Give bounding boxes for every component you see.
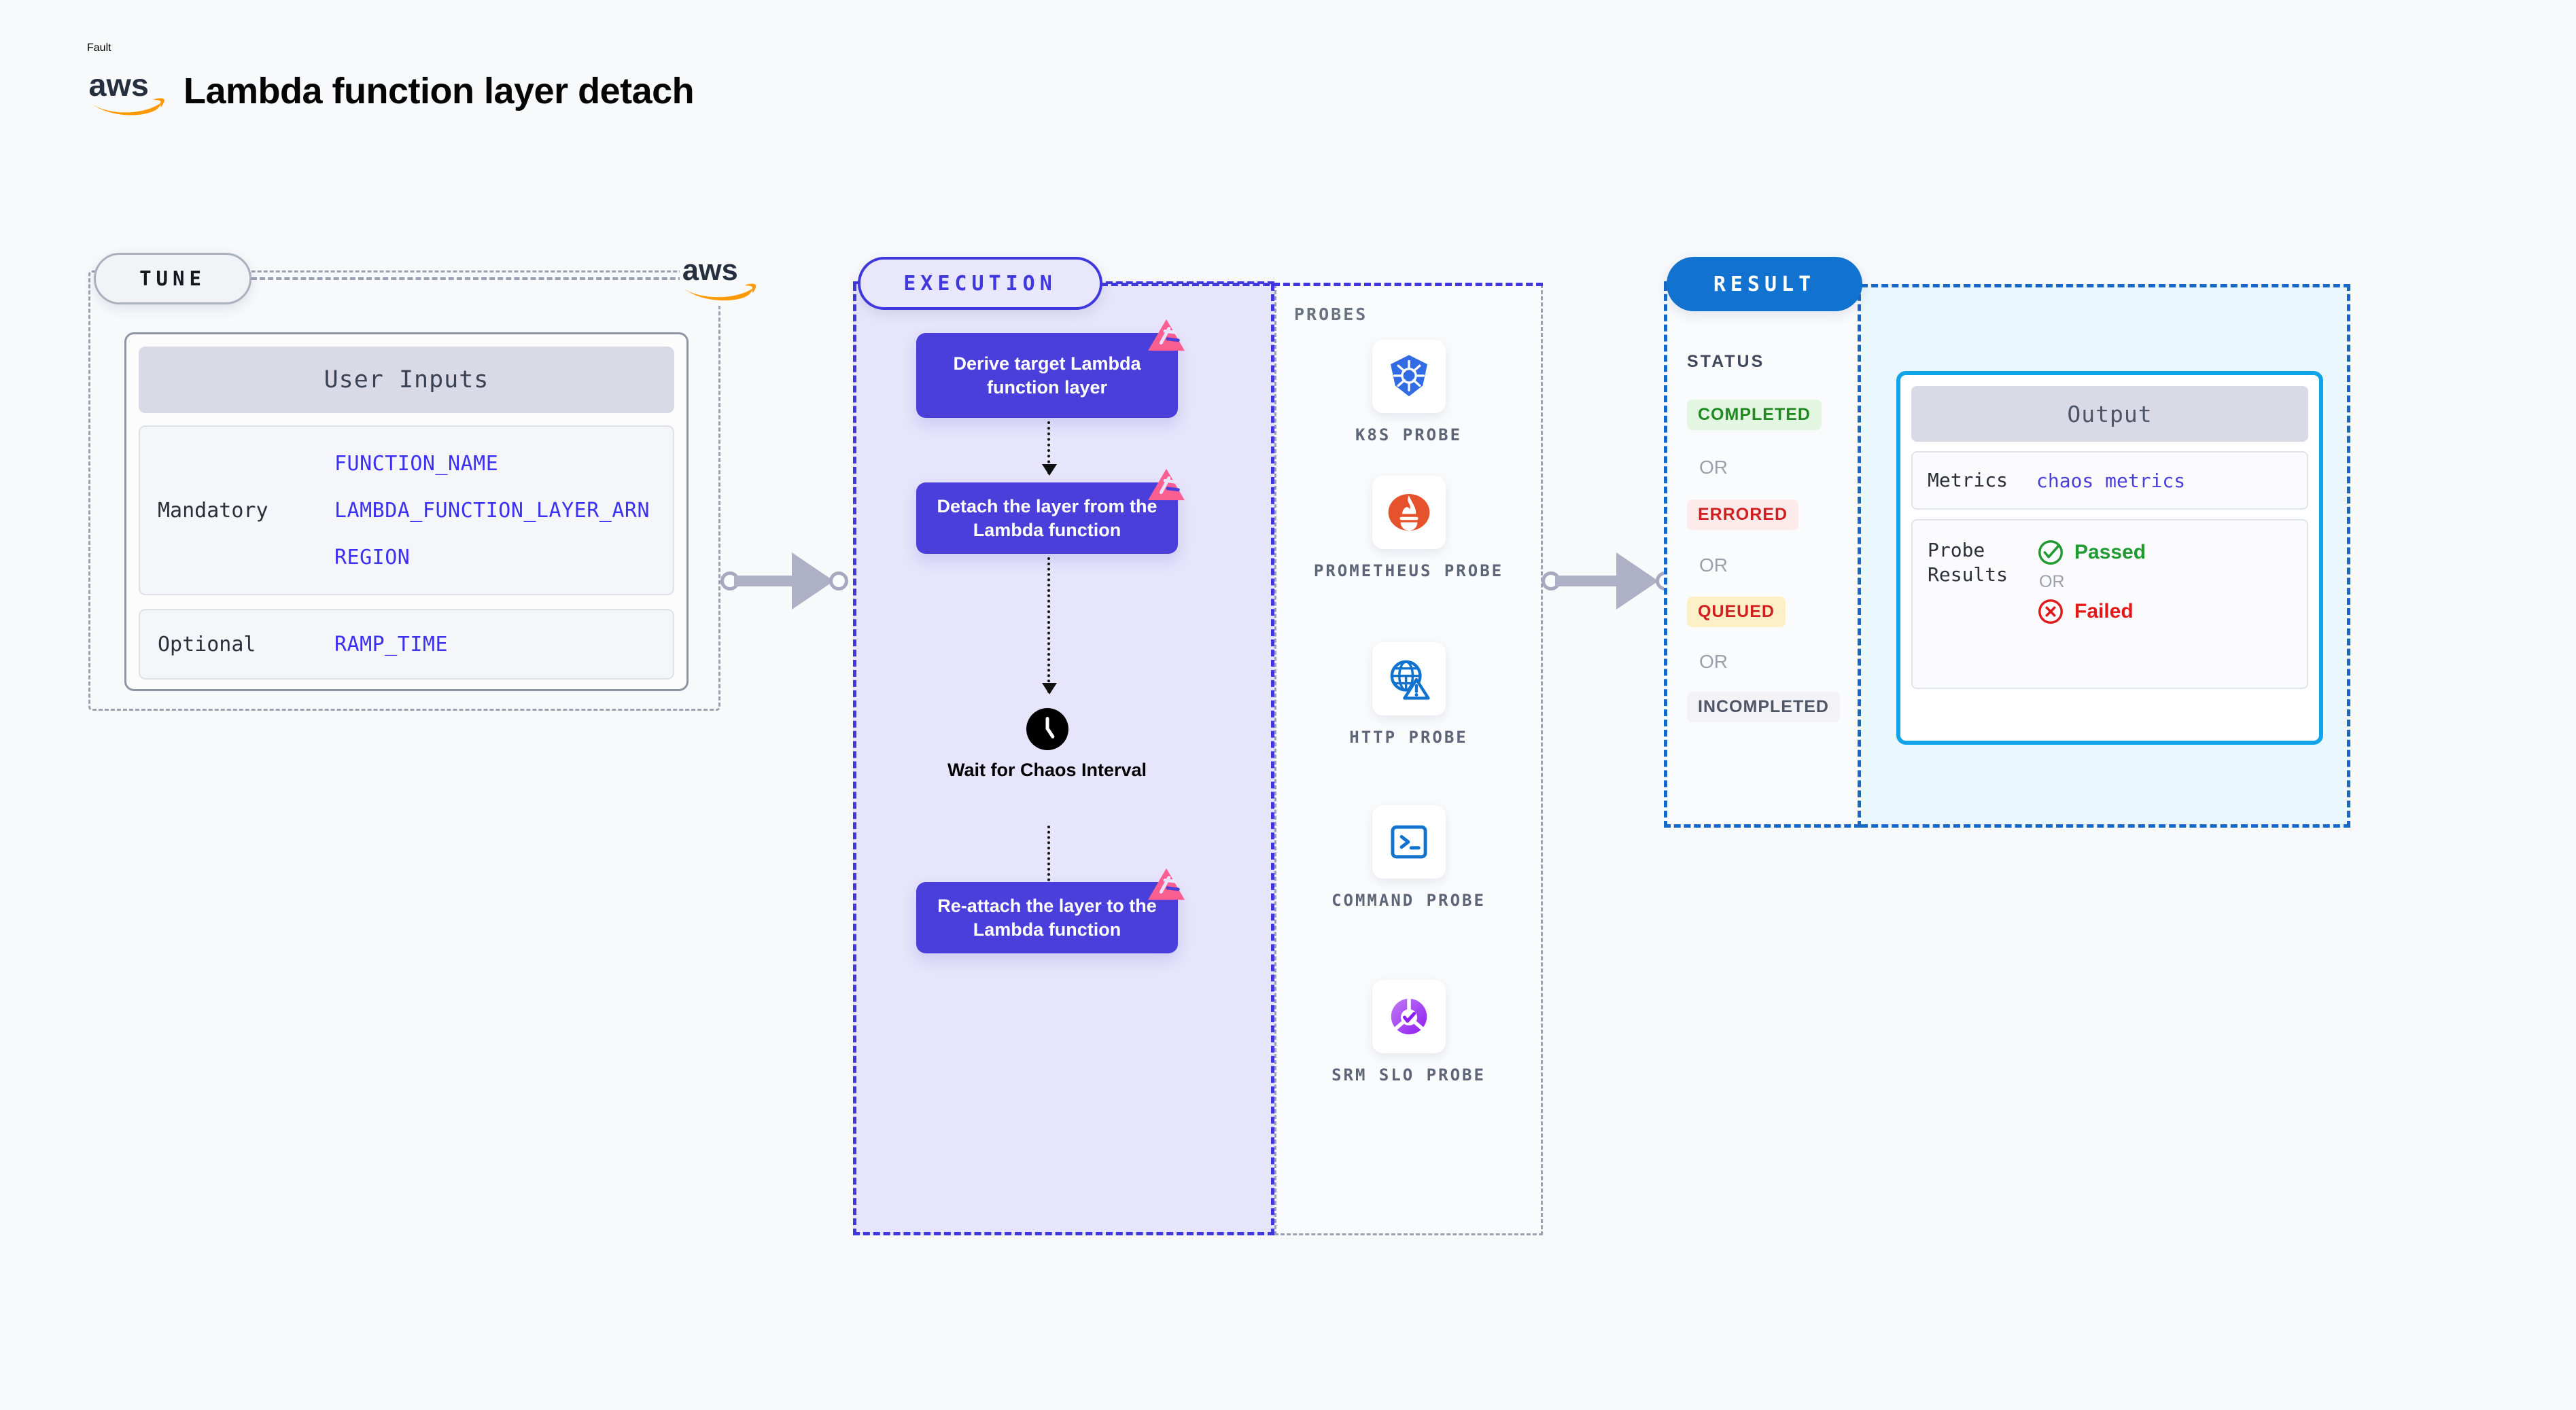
user-inputs-title: User Inputs — [139, 347, 674, 413]
status-or-3: OR — [1699, 651, 1728, 672]
probe-result-passed: Passed — [2036, 538, 2146, 567]
probe-k8s[interactable]: K8S PROBE — [1274, 340, 1543, 446]
svg-text:aws: aws — [682, 254, 738, 287]
status-badge-completed: COMPLETED — [1687, 400, 1822, 430]
execution-panel-label: EXECUTION — [858, 257, 1102, 310]
probe-prometheus-label: PROMETHEUS PROBE — [1313, 561, 1504, 580]
clock-icon — [1026, 708, 1068, 750]
connector-arrowhead — [792, 552, 834, 610]
x-circle-icon — [2038, 599, 2063, 624]
input-ramp-time: RAMP_TIME — [334, 632, 449, 656]
execution-step-1-label: Derive target Lambda function layer — [953, 353, 1141, 398]
status-or-2: OR — [1699, 554, 1728, 576]
http-globe-warning-icon — [1372, 642, 1446, 716]
optional-label: Optional — [158, 632, 256, 656]
probe-srm-slo[interactable]: SRM SLO PROBE — [1274, 980, 1543, 1086]
probe-command[interactable]: COMMAND PROBE — [1274, 805, 1543, 911]
input-lambda-function-layer-arn: LAMBDA_FUNCTION_LAYER_ARN — [334, 498, 650, 523]
user-inputs-card: User Inputs Mandatory FUNCTION_NAME LAMB… — [124, 332, 689, 691]
probe-result-failed: Failed — [2036, 597, 2146, 626]
result-panel-label: RESULT — [1667, 257, 1862, 311]
probe-k8s-label: K8S PROBE — [1355, 425, 1463, 444]
connector-bar — [734, 576, 809, 586]
mandatory-label: Mandatory — [158, 498, 268, 523]
probe-http-label: HTTP PROBE — [1349, 728, 1468, 747]
kubernetes-icon — [1372, 340, 1446, 413]
page-title: Lambda function layer detach — [184, 71, 695, 111]
execution-arrow-2 — [1042, 557, 1057, 694]
probe-result-passed-label: Passed — [2074, 541, 2146, 563]
check-circle-icon — [2038, 540, 2063, 565]
input-region: REGION — [334, 545, 411, 569]
srm-slo-icon — [1372, 980, 1446, 1053]
input-function-name: FUNCTION_NAME — [334, 451, 499, 476]
tune-panel: User Inputs Mandatory FUNCTION_NAME LAMB… — [88, 270, 720, 711]
output-metrics-value: chaos metrics — [2036, 469, 2186, 492]
prometheus-icon — [1372, 476, 1446, 549]
tune-panel-label: TUNE — [94, 253, 251, 304]
page-kicker: Fault — [87, 42, 111, 54]
probe-prometheus[interactable]: PROMETHEUS PROBE — [1274, 476, 1543, 582]
page-header: Fault aws Lambda function layer detach — [87, 42, 695, 117]
svg-text:aws: aws — [88, 67, 148, 103]
connector-arrowhead — [1616, 552, 1658, 610]
output-title: Output — [1911, 386, 2308, 442]
tune-aws-logo-icon: aws — [680, 250, 760, 306]
probes-panel — [1274, 284, 1543, 1235]
status-or-1: OR — [1699, 457, 1728, 478]
output-metrics-row: Metrics chaos metrics — [1911, 451, 2308, 510]
execution-step-1: Derive target Lambda function layer — [916, 319, 1185, 418]
probe-srm-slo-label: SRM SLO PROBE — [1331, 1065, 1486, 1085]
execution-panel — [853, 284, 1274, 1235]
probe-http[interactable]: HTTP PROBE — [1274, 642, 1543, 748]
aws-logo-icon: aws — [87, 65, 167, 117]
connector-end-dot — [829, 571, 848, 591]
status-title: STATUS — [1687, 352, 1765, 371]
connector-tune-to-execution — [720, 544, 856, 618]
connector-execution-to-result — [1542, 544, 1677, 618]
optional-inputs-row: Optional RAMP_TIME — [139, 609, 674, 680]
status-badge-errored: ERRORED — [1687, 499, 1799, 530]
terminal-icon — [1372, 805, 1446, 879]
execution-top-dashed-edge — [1101, 283, 1543, 286]
wait-node-label: Wait for Chaos Interval — [947, 760, 1147, 780]
execution-step-2-label: Detach the layer from the Lambda functio… — [937, 495, 1158, 540]
result-status-panel — [1664, 284, 1861, 828]
execution-step-3-label: Re-attach the layer to the Lambda functi… — [937, 895, 1157, 940]
status-badge-incompleted: INCOMPLETED — [1687, 692, 1840, 722]
probe-command-label: COMMAND PROBE — [1331, 891, 1486, 910]
probe-result-failed-label: Failed — [2074, 600, 2134, 622]
wait-for-chaos-interval-node: Wait for Chaos Interval — [916, 708, 1178, 782]
output-metrics-key: Metrics — [1928, 468, 2008, 491]
tune-dashed-connector — [251, 277, 700, 280]
connector-start-dot — [1542, 571, 1561, 591]
connector-bar — [1555, 576, 1633, 586]
status-badge-queued: QUEUED — [1687, 597, 1786, 627]
probes-title: PROBES — [1294, 304, 1368, 324]
execution-step-3: Re-attach the layer to the Lambda functi… — [916, 868, 1185, 953]
mandatory-inputs-row: Mandatory FUNCTION_NAME LAMBDA_FUNCTION_… — [139, 425, 674, 595]
execution-step-2: Detach the layer from the Lambda functio… — [916, 468, 1185, 554]
execution-arrow-1 — [1042, 421, 1057, 476]
probe-result-or: OR — [2039, 572, 2065, 591]
